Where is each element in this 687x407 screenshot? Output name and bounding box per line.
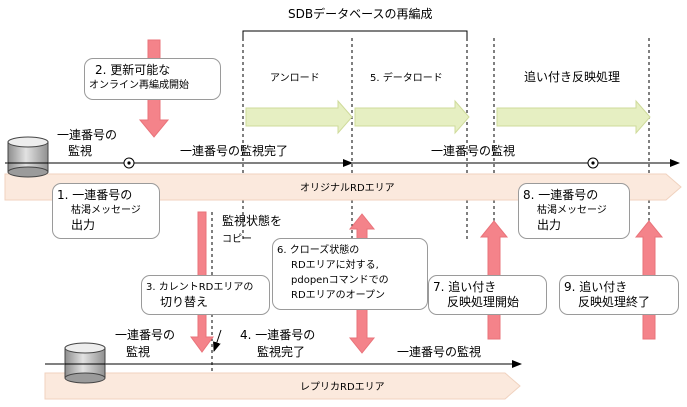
upper-monitor-label-2: 監視	[68, 144, 93, 158]
original-rd-band	[4, 173, 682, 201]
original-rd-area-label: オリジナルRDエリア	[300, 183, 395, 194]
unload-stage-label: アンロード	[270, 73, 320, 84]
step-8-box: 8. 一連番号の 枯渇メッセージ 出力	[518, 183, 630, 239]
lower-monitor-right-label: 一連番号の監視	[397, 345, 482, 359]
step-2-line-2: オンライン再編成開始	[89, 80, 189, 91]
step-8-line-1: 8. 一連番号の	[523, 188, 599, 202]
step-2-box: 2. 更新可能な オンライン再編成開始	[84, 58, 221, 100]
lower-monitor-complete-label-2: 監視完了	[257, 345, 306, 359]
unload-stage-arrow	[245, 99, 353, 135]
catch-up-stage-arrow	[496, 99, 651, 135]
step-6-line-3: pdopenコマンドでの	[291, 275, 389, 286]
step-1-line-3: 出力	[71, 218, 96, 232]
event-marker-icon	[123, 157, 135, 169]
upper-monitor-label-1: 一連番号の	[57, 128, 118, 142]
step-3-box: 3. カレントRDエリアの 切り替え	[141, 275, 270, 315]
data-load-stage-label: 5. データロード	[370, 73, 443, 84]
step-7-line-1: 7. 追い付き	[433, 280, 497, 294]
step-6-line-2: RDエリアに対する,	[291, 260, 379, 271]
step-8-line-3: 出力	[537, 218, 562, 232]
step-1-box: 1. 一連番号の 枯渇メッセージ 出力	[52, 183, 160, 239]
step-6-line-1: 6. クローズ状態の	[277, 245, 360, 256]
replica-rd-band	[44, 372, 521, 400]
step-1-line-2: 枯渇メッセージ	[71, 205, 141, 216]
step-7-box: 7. 追い付き 反映処理開始	[428, 275, 547, 315]
stage-arrows	[245, 99, 651, 135]
upper-monitor-right-label: 一連番号の監視	[431, 144, 516, 158]
step-9-line-2: 反映処理終了	[578, 295, 651, 309]
step-9-line-1: 9. 追い付き	[564, 280, 628, 294]
state-copy-label-2: コピー	[222, 234, 252, 245]
step-8-line-2: 枯渇メッセージ	[537, 205, 607, 216]
event-marker-icon	[587, 157, 599, 169]
lower-monitor-label-1: 一連番号の	[115, 328, 176, 342]
catch-up-stage-label: 追い付き反映処理	[524, 70, 621, 84]
step-2-line-1: 2. 更新可能な	[95, 63, 171, 77]
step-3-line-1: 3. カレントRDエリアの	[146, 282, 254, 293]
step-7-line-2: 反映処理開始	[447, 295, 520, 309]
step-6-line-4: RDエリアのオープン	[291, 290, 386, 301]
step-9-box: 9. 追い付き 反映処理終了	[559, 275, 679, 315]
step-1-line-1: 1. 一連番号の	[57, 188, 133, 202]
state-copy-label-1: 監視状態を	[222, 214, 283, 228]
upper-monitor-complete-label: 一連番号の監視完了	[180, 144, 289, 158]
replica-database-icon	[64, 342, 106, 384]
lower-monitor-label-2: 監視	[126, 345, 151, 359]
step-3-line-2: 切り替え	[160, 295, 209, 309]
sdb-reorganization-title: SDBデータベースの再編成	[288, 7, 433, 21]
unload-stage-box	[243, 60, 352, 98]
replica-rd-area-label: レプリカRDエリア	[300, 382, 385, 393]
lower-monitor-complete-label-1: 4. 一連番号の	[240, 328, 316, 342]
step-6-box: 6. クローズ状態の RDエリアに対する, pdopenコマンドでの RDエリア…	[272, 238, 428, 310]
data-load-stage-arrow	[354, 99, 470, 135]
sdb-bracket	[242, 30, 468, 38]
original-database-icon	[7, 136, 49, 178]
